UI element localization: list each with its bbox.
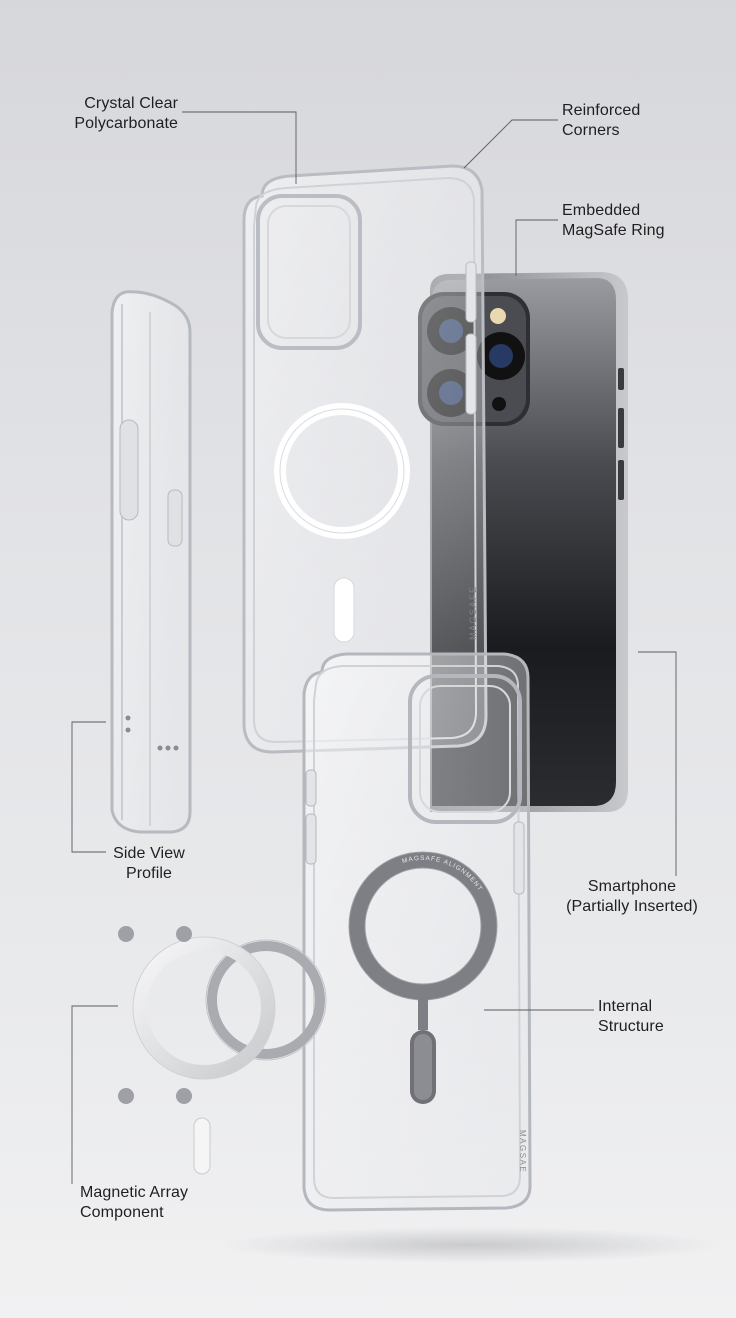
floor-shadow	[220, 1227, 720, 1263]
callout-lines	[71, 111, 677, 1184]
callout-smartphone: Smartphone (Partially Inserted)	[566, 878, 698, 915]
magnet-icon	[118, 1088, 134, 1104]
back-case-engraving: MAGSAE	[518, 1130, 527, 1173]
callout-side-view: Side View Profile	[113, 845, 185, 882]
callout-magsafe-ring: Embedded MagSafe Ring	[562, 202, 665, 239]
case-side-engraving: MAGSAFE	[468, 585, 478, 640]
clear-case-back: MAGSAFE ALIGNMENT MAGSAE	[302, 652, 532, 1212]
callout-magnetic-array: Magnetic Array Component	[80, 1184, 189, 1221]
magnet-icon	[176, 1088, 192, 1104]
side-view-case	[110, 290, 192, 834]
callout-crystal-clear: Crystal Clear Polycarbonate	[74, 95, 178, 132]
magnetic-array	[118, 926, 327, 1175]
clear-case-front: MAGSAFE	[242, 164, 488, 754]
callout-internal-structure: Internal Structure	[598, 998, 664, 1035]
callout-reinforced-corners: Reinforced Corners	[562, 102, 641, 139]
magnet-icon	[176, 926, 192, 942]
magnet-icon	[118, 926, 134, 942]
